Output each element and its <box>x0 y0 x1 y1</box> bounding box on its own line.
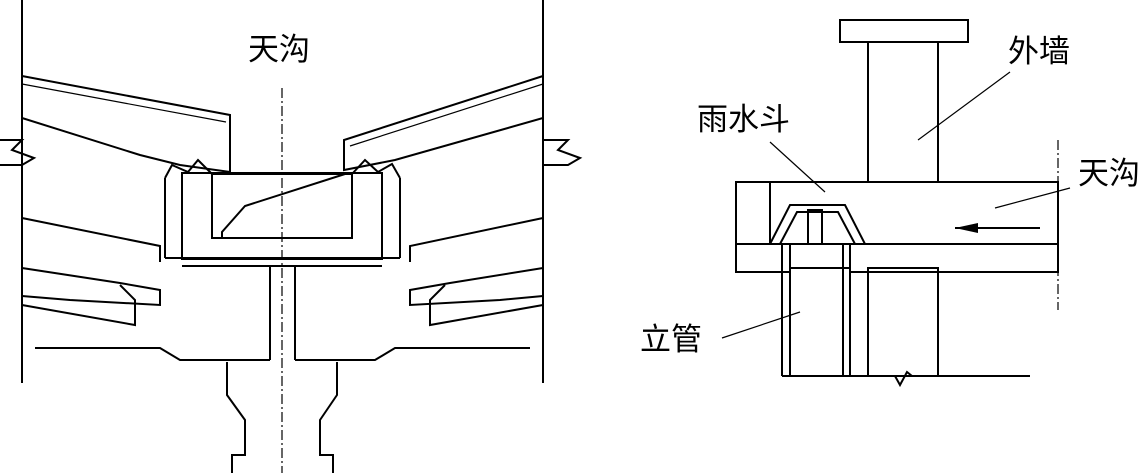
leader-downpipe <box>721 311 801 339</box>
right-rain-hopper-section: 外墙 雨水斗 天沟 立管 <box>640 19 1140 388</box>
leader-outer-wall <box>917 71 1011 141</box>
label-rain-hopper: 雨水斗 <box>697 102 790 138</box>
left-gutter-section: 天沟 <box>0 0 583 473</box>
label-gutter: 天沟 <box>1078 156 1140 192</box>
gutter-end-wall <box>735 181 771 245</box>
outer-wall-lower <box>867 267 939 377</box>
left-pipe-wall <box>226 362 246 473</box>
wall-coping <box>839 19 969 43</box>
left-title-gutter: 天沟 <box>248 32 310 68</box>
right-roof-slab <box>343 74 544 172</box>
right-break-mark <box>543 139 583 166</box>
label-downpipe: 立管 <box>640 322 702 358</box>
right-pipe-wall <box>319 362 338 473</box>
gutter-channel <box>211 173 353 239</box>
label-outer-wall: 外墙 <box>1008 34 1070 70</box>
left-roof-slab <box>21 74 231 174</box>
leader-gutter <box>994 187 1071 209</box>
leader-rain-hopper <box>769 141 826 193</box>
outer-wall <box>867 41 939 183</box>
left-break-mark <box>0 139 37 166</box>
